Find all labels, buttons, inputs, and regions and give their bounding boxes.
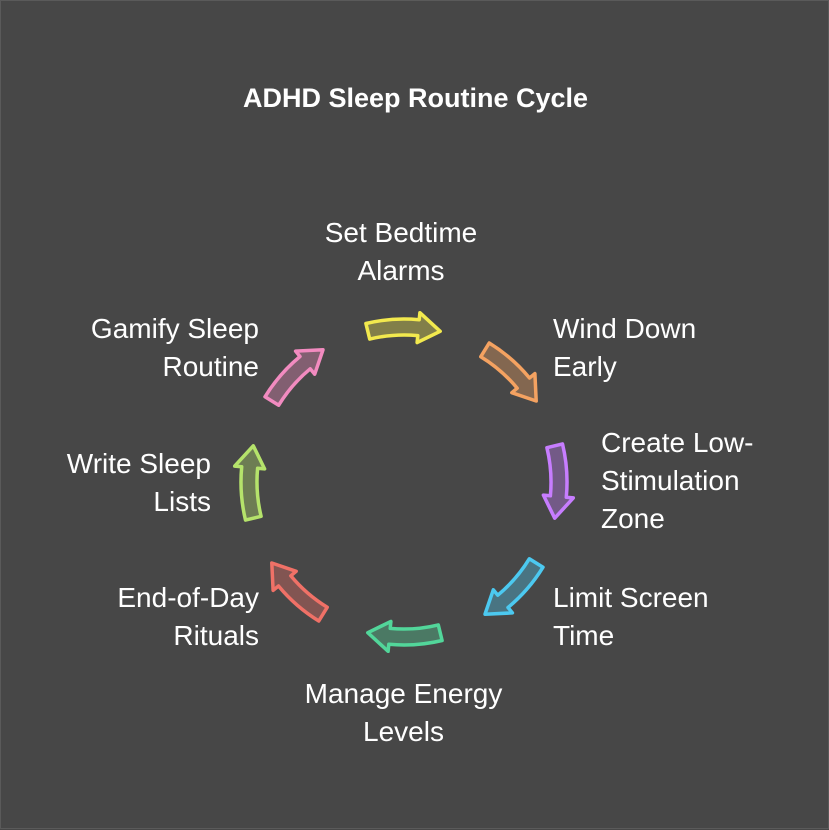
step-label-manage-energy-levels: Manage Energy Levels <box>304 678 503 747</box>
step-label-limit-screen-time: Limit Screen Time <box>553 582 709 651</box>
cycle-arrow-end-of-day-rituals <box>270 561 329 623</box>
step-label-end-of-day-rituals: End-of-Day Rituals <box>117 582 259 651</box>
cycle-arrow-write-sleep-lists <box>232 444 267 522</box>
diagram-title: ADHD Sleep Routine Cycle <box>242 83 589 113</box>
step-label-gamify-sleep-routine: Gamify Sleep Routine <box>90 313 259 382</box>
cycle-arrow-gamify-sleep-routine <box>263 348 325 407</box>
cycle-arrow-create-low-stimulation-zone <box>541 442 576 520</box>
step-label-wind-down-early: Wind Down Early <box>553 313 697 382</box>
cycle-arrow-manage-energy-levels <box>366 619 444 654</box>
step-label-write-sleep-lists: Write Sleep Lists <box>66 448 211 517</box>
cycle-arrow-wind-down-early <box>479 341 538 403</box>
step-label-create-low-stimulation-zone: Create Low- Stimulation Zone <box>601 427 754 534</box>
cycle-arrow-set-bedtime-alarms <box>364 310 442 345</box>
step-label-set-bedtime-alarms: Set Bedtime Alarms <box>324 217 478 286</box>
cycle-arrow-limit-screen-time <box>483 557 545 616</box>
